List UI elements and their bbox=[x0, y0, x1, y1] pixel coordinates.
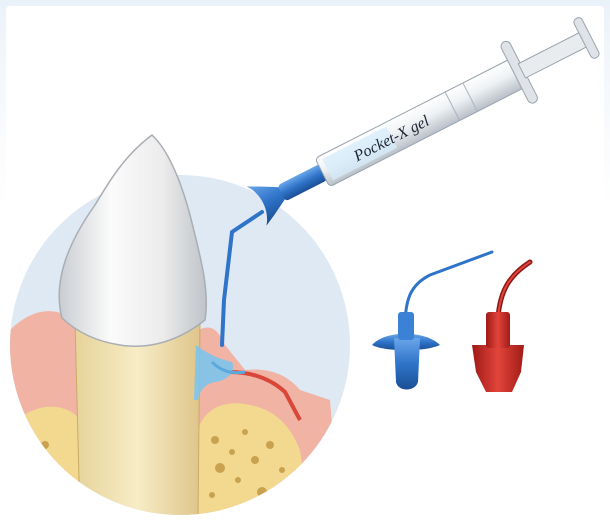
left-bone bbox=[18, 407, 80, 520]
tooth-crown bbox=[59, 135, 206, 346]
plunger-rod bbox=[518, 32, 588, 78]
syringe: Pocket-X gel bbox=[241, 6, 606, 237]
red-applicator-tip bbox=[472, 262, 530, 392]
tooth-root bbox=[75, 320, 200, 520]
blue-applicator-tip bbox=[372, 252, 492, 390]
